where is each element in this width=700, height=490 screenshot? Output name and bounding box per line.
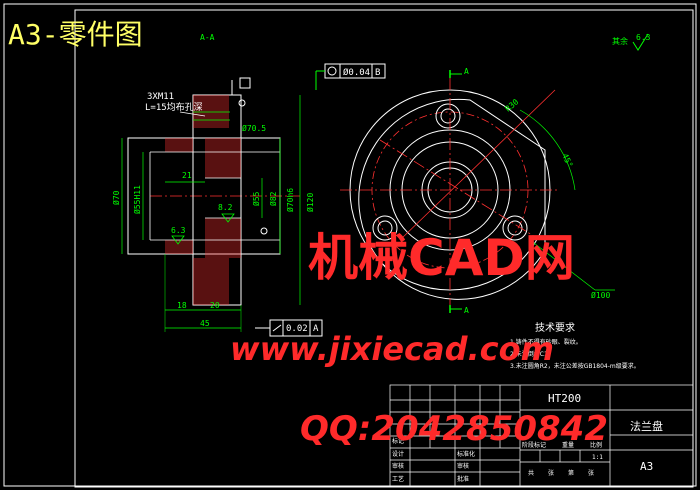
dim-dia-120: Ø120 bbox=[305, 193, 315, 212]
dim-dia-70: Ø70 bbox=[111, 190, 121, 205]
title-sheet-no-a: 第 bbox=[568, 469, 574, 477]
title-part-name: 法兰盘 bbox=[630, 419, 663, 433]
dim-dia-82: Ø82 bbox=[268, 191, 278, 206]
title-scale: 1:1 bbox=[592, 454, 603, 461]
sheet-title: A3-零件图 bbox=[8, 18, 143, 51]
flatness-value: 0.02 bbox=[286, 324, 308, 334]
watermark-line2: www.jixiecad.com bbox=[230, 330, 554, 368]
title-row-mark: 标记 bbox=[392, 437, 404, 445]
position-tolerance-value: Ø0.04 bbox=[343, 67, 370, 78]
roughness-other-value: 6.3 bbox=[636, 33, 651, 42]
dim-vertical-group bbox=[121, 95, 301, 305]
inner-frame bbox=[74, 9, 694, 488]
section-mark-a-top: A bbox=[464, 67, 469, 76]
tech-req-item-2: 2.未注倒角C1。 bbox=[510, 350, 554, 358]
title-weight: 重量 bbox=[562, 441, 574, 449]
watermark-line3: QQ:2042850842 bbox=[300, 409, 608, 449]
tech-req-item-1: 1.铸件不得有砂眼、裂纹。 bbox=[510, 338, 582, 346]
front-view bbox=[340, 70, 615, 313]
roughness-symbol-icon bbox=[632, 33, 649, 51]
position-tolerance-frame: Ø0.04 B bbox=[315, 63, 386, 90]
dim-len-21: 21 bbox=[182, 171, 192, 180]
holes-note-line1: 3XM11 bbox=[147, 92, 174, 102]
title-mid-std: 标准化 bbox=[457, 450, 475, 458]
title-material: HT200 bbox=[548, 392, 581, 405]
dim-dia-100: Ø100 bbox=[591, 290, 610, 300]
dim-val-6-3: 6.3 bbox=[171, 226, 186, 235]
dim-horizontal-group bbox=[164, 254, 242, 332]
datum-a-marker bbox=[231, 77, 251, 95]
title-block bbox=[389, 384, 694, 487]
section-label: A-A bbox=[200, 33, 215, 42]
title-sheet-total-a: 共 bbox=[528, 469, 534, 477]
roughness-6-3-icon bbox=[171, 235, 185, 245]
title-row-process: 工艺 bbox=[392, 475, 404, 483]
title-row-review: 审核 bbox=[392, 462, 404, 470]
title-mid-approve: 批准 bbox=[457, 475, 469, 483]
dim-len-45: 45 bbox=[200, 319, 210, 328]
title-sheet-size: A3 bbox=[640, 460, 653, 473]
outer-frame bbox=[3, 3, 697, 487]
flatness-icon bbox=[272, 324, 282, 332]
dim-angle-45: 45° bbox=[560, 152, 574, 169]
dim-len-18: 18 bbox=[177, 301, 187, 310]
roughness-8-2-icon bbox=[221, 213, 235, 223]
section-view bbox=[127, 94, 300, 306]
title-row-design: 设计 bbox=[392, 450, 404, 458]
dim-dia-70-5: Ø70.5 bbox=[242, 123, 266, 133]
datum-b-label: B bbox=[375, 68, 380, 78]
dim-len-20: 20 bbox=[210, 301, 220, 310]
watermark-line1: 机械CAD网 bbox=[308, 229, 575, 287]
dim-dia-70-h6: Ø70h6 bbox=[285, 188, 295, 212]
dim-dia-55: Ø55 bbox=[251, 191, 261, 206]
dim-val-8-2: 8.2 bbox=[218, 203, 233, 212]
position-tolerance-icon bbox=[327, 66, 337, 76]
title-sheet-total-b: 张 bbox=[548, 469, 554, 477]
flatness-datum: A bbox=[313, 324, 319, 334]
holes-note-line2: L=15均布孔深 bbox=[145, 101, 203, 113]
flatness-tolerance-frame: 0.02 A bbox=[255, 319, 323, 337]
dim-r30: R30 bbox=[504, 97, 521, 113]
dim-dia-55-h11: Ø55H11 bbox=[132, 185, 142, 214]
roughness-other-label: 其余 bbox=[612, 36, 628, 46]
tech-req-item-3: 3.未注圆角R2，未注公差按GB1804-m级要求。 bbox=[510, 362, 640, 370]
tech-req-heading: 技术要求 bbox=[535, 321, 575, 334]
title-mid-review: 审核 bbox=[457, 462, 469, 470]
title-ratio: 比例 bbox=[590, 441, 602, 449]
title-sheet-no-b: 张 bbox=[588, 469, 594, 477]
section-mark-a-bottom: A bbox=[464, 306, 469, 315]
title-stage-mark: 阶段标记 bbox=[522, 441, 546, 449]
